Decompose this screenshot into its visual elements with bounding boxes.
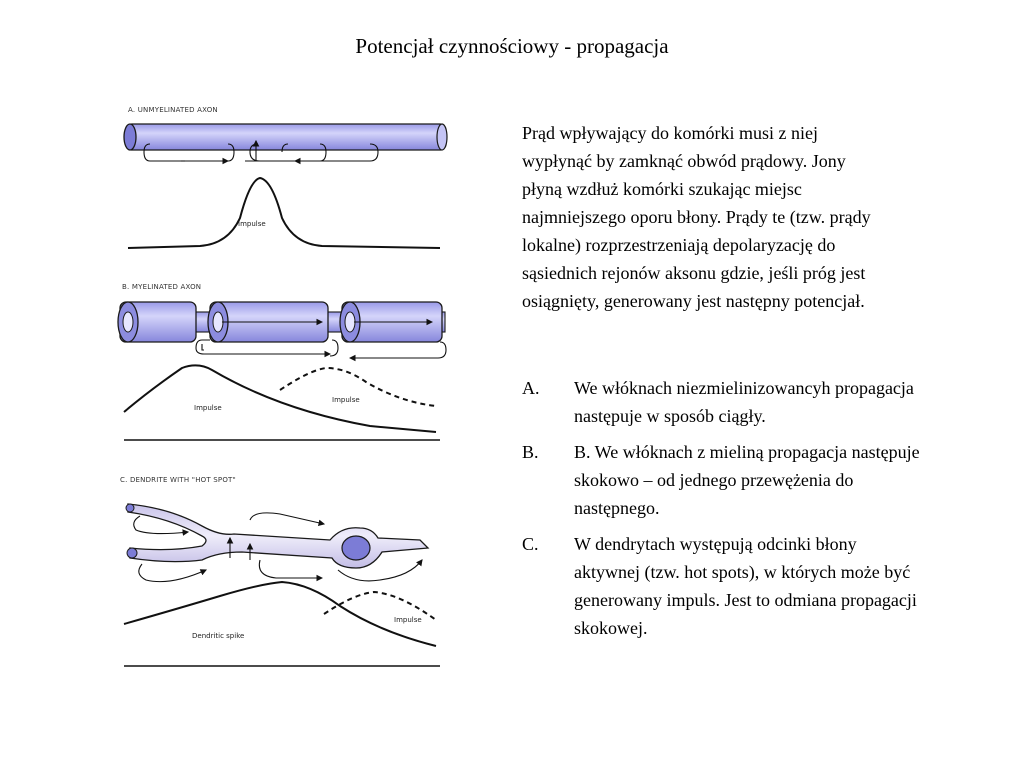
impulse-curve-a: Impulse: [127, 176, 441, 249]
paragraph-line: Prąd wpływający do komórki musi z niej: [522, 123, 818, 143]
list-marker: B.: [522, 442, 539, 462]
impulse-label-b1: Impulse: [194, 404, 222, 412]
list-marker: C.: [522, 534, 539, 554]
list-item-line: następnego.: [574, 498, 660, 518]
list-item-line: W dendrytach występują odcinki błony: [574, 534, 857, 554]
list-item-line: B. We włóknach z mieliną propagacja nast…: [574, 442, 920, 462]
explanation-paragraph: Prąd wpływający do komórki musi z niej w…: [522, 119, 982, 315]
list-item-line: We włóknach niezmielinizowancyh propagac…: [574, 378, 914, 398]
list-item-line: skokowej.: [574, 618, 648, 638]
impulse-label-b2: Impulse: [332, 396, 360, 404]
list-item-c: C. W dendrytach występują odcinki błony …: [522, 530, 1017, 642]
list-item-line: generowany impuls. Jest to odmiana propa…: [574, 590, 917, 610]
slide-title: Potencjał czynnościowy - propagacja: [355, 34, 669, 58]
unmyelinated-axon: [123, 123, 448, 151]
paragraph-line: osiągnięty, generowany jest następny pot…: [522, 291, 865, 311]
list-item-line: następuje w sposób ciągły.: [574, 406, 766, 426]
panel-b-label: B. MYELINATED AXON: [122, 283, 201, 291]
impulse-curves-c: Dendritic spike Impulse: [123, 580, 440, 667]
paragraph-line: wypłynąć by zamknąć obwód prądowy. Jony: [522, 151, 846, 171]
list-marker: A.: [522, 378, 540, 398]
saltatory-current-loops: [195, 318, 447, 362]
list-item-line: aktywnej (tzw. hot spots), w których moż…: [574, 562, 911, 582]
list-item-b: B. B. We włóknach z mieliną propagacja n…: [522, 438, 1017, 522]
paragraph-line: lokalne) rozprzestrzeniają depolaryzację…: [522, 235, 836, 255]
list-item-a: A. We włóknach niezmielinizowancyh propa…: [522, 374, 1017, 430]
myelin-sheath-1: [117, 301, 197, 343]
panel-c-label: C. DENDRITE WITH "HOT SPOT": [120, 476, 236, 484]
impulse-label-a: Impulse: [238, 220, 266, 228]
dendrite-current-loops: [133, 512, 423, 583]
local-current-loops-a: [143, 139, 379, 165]
propagation-figure: A. UNMYELINATED AXON Impulse B. MYELINAT…: [117, 106, 448, 667]
dendrite-with-hot-spot: [125, 503, 430, 569]
dendritic-spike-label: Dendritic spike: [192, 632, 244, 640]
propagation-types-list: A. We włóknach niezmielinizowancyh propa…: [522, 374, 1017, 650]
impulse-label-c: Impulse: [394, 616, 422, 624]
list-item-line: skokowo – od jednego przewężenia do: [574, 470, 854, 490]
paragraph-line: najmniejszego oporu błony. Prądy te (tzw…: [522, 207, 871, 227]
paragraph-line: sąsiednich rejonów aksonu gdzie, jeśli p…: [522, 263, 866, 283]
impulse-curves-b: Impulse Impulse: [123, 364, 440, 441]
panel-a-label: A. UNMYELINATED AXON: [128, 106, 218, 114]
paragraph-line: płyną wzdłuż komórki szukając miejsc: [522, 179, 802, 199]
